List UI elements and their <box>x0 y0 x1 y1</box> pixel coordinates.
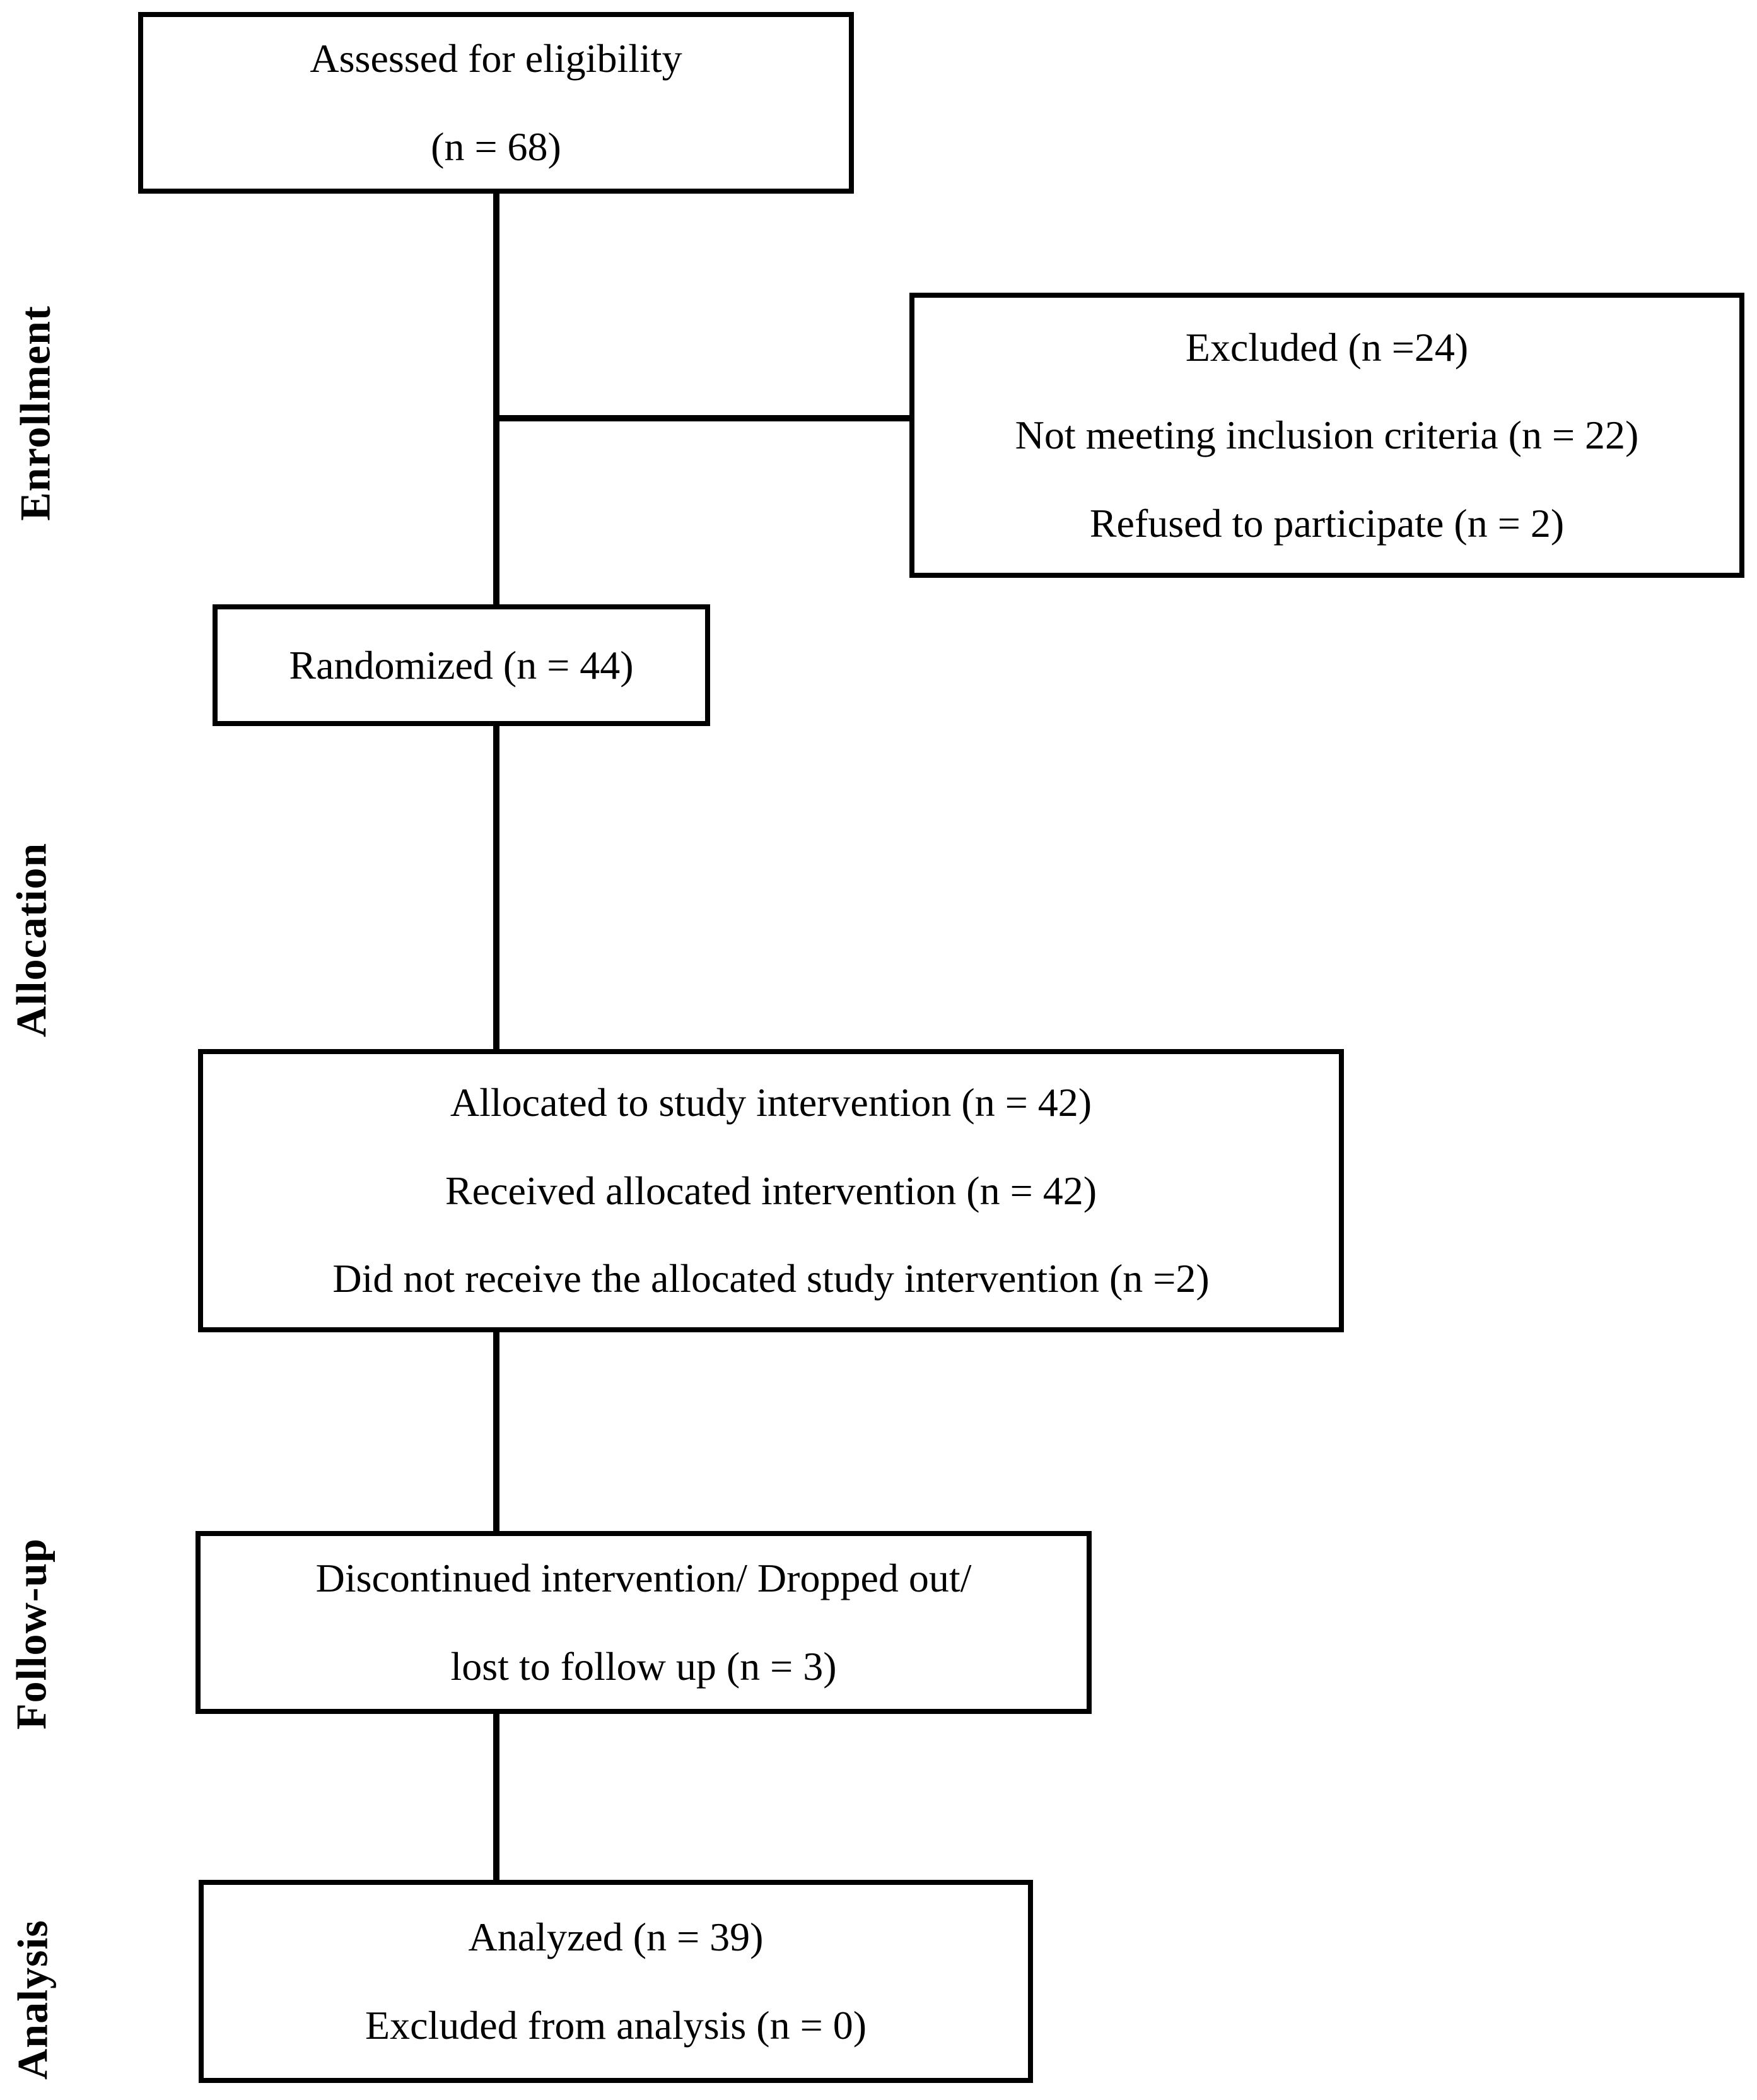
stage-label-analysis: Analysis <box>8 1920 57 2080</box>
box-text-line: Not meeting inclusion criteria (n = 22) <box>1015 413 1639 458</box>
box-assessed-for-eligibility: Assessed for eligibility (n = 68) <box>138 12 854 194</box>
stage-label-allocation: Allocation <box>7 842 55 1038</box>
box-text-line: Assessed for eligibility <box>310 36 682 81</box>
box-text-line: Received allocated intervention (n = 42) <box>445 1168 1097 1213</box>
stage-label-enrollment: Enrollment <box>11 305 59 521</box>
box-text-line: Randomized (n = 44) <box>289 642 634 688</box>
box-text-line: Excluded from analysis (n = 0) <box>365 2003 867 2048</box>
box-text-line: Analyzed (n = 39) <box>468 1915 764 1960</box>
box-text-line: Excluded (n =24) <box>1185 324 1469 370</box>
box-text-line: Discontinued intervention/ Dropped out/ <box>315 1556 972 1601</box>
stage-label-follow-up: Follow-up <box>7 1538 55 1730</box>
connector-vertical-spine <box>493 194 499 1880</box>
box-text-line: Did not receive the allocated study inte… <box>332 1256 1210 1301</box>
box-excluded: Excluded (n =24) Not meeting inclusion c… <box>909 293 1744 578</box>
box-analyzed: Analyzed (n = 39) Excluded from analysis… <box>199 1880 1033 2083</box>
box-text-line: Refused to participate (n = 2) <box>1089 500 1565 546</box>
connector-branch-to-excluded <box>496 415 913 421</box>
box-text-line: lost to follow up (n = 3) <box>450 1644 837 1689</box>
box-follow-up: Discontinued intervention/ Dropped out/ … <box>196 1531 1092 1714</box>
box-allocation: Allocated to study intervention (n = 42)… <box>198 1049 1344 1332</box>
box-text-line: Allocated to study intervention (n = 42) <box>450 1080 1092 1125</box>
box-randomized: Randomized (n = 44) <box>213 604 710 726</box>
box-text-line: (n = 68) <box>431 124 561 169</box>
